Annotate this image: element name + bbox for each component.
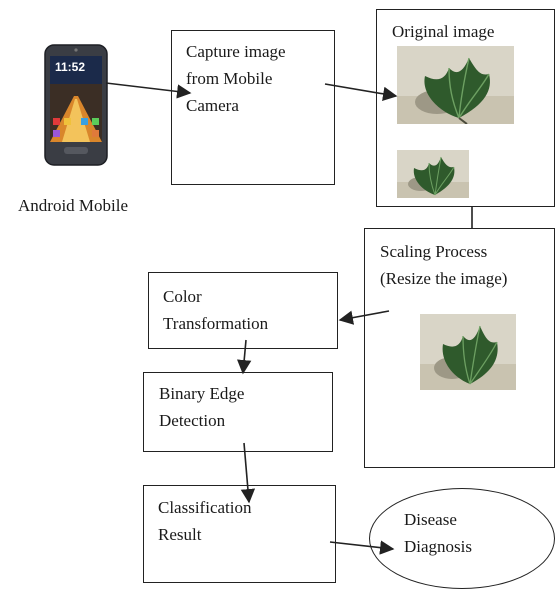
leaf-image-small: [397, 150, 469, 198]
original-image-label: Original image: [392, 22, 495, 41]
capture-image-label: Capture image from Mobile Camera: [186, 42, 286, 115]
disease-diagnosis-label: Disease Diagnosis: [404, 510, 472, 556]
android-mobile-caption: Android Mobile: [18, 196, 129, 215]
capture-image-box: [171, 30, 335, 185]
phone-clock-text: 11:52: [55, 60, 86, 74]
leaf-image-original: [397, 46, 514, 124]
color-transformation-label: Color Transformation: [163, 287, 269, 333]
android-phone-icon: 11:52: [44, 44, 108, 166]
binary-edge-detection-label: Binary Edge Detection: [159, 384, 245, 430]
scaling-process-label: Scaling Process (Resize the image): [380, 242, 508, 288]
classification-result-label: Classification Result: [158, 498, 252, 544]
disease-diagnosis-ellipse: [369, 488, 555, 589]
classification-result-box: [143, 485, 336, 583]
leaf-image-scaled: [420, 314, 516, 390]
binary-edge-detection-box: [143, 372, 333, 452]
